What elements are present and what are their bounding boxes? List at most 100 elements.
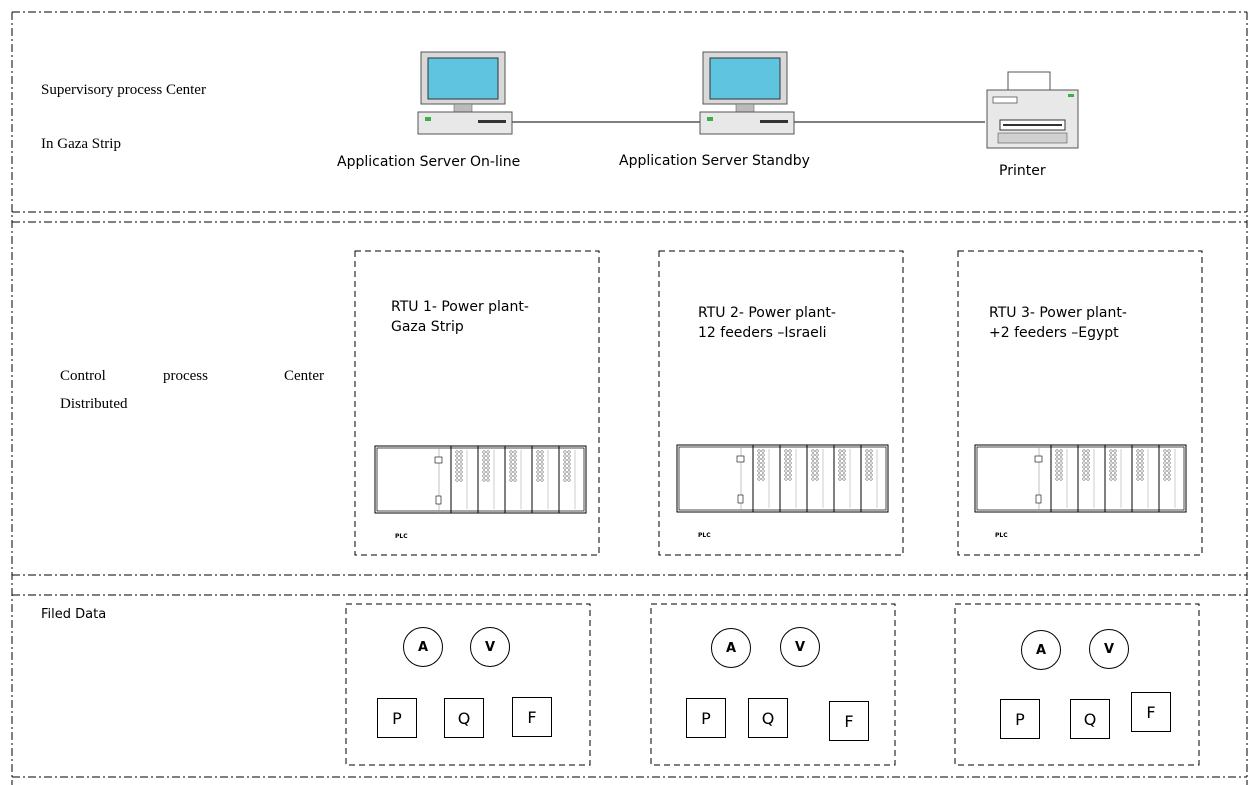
plc-io-terminal bbox=[509, 478, 513, 482]
plc-io-terminal bbox=[482, 466, 486, 470]
plc-io-terminal bbox=[1059, 453, 1063, 457]
plc-io-terminal bbox=[761, 461, 765, 465]
rtu-2-box bbox=[658, 250, 904, 556]
plc-io-terminal bbox=[1082, 449, 1086, 453]
plc-io-terminal bbox=[757, 461, 761, 465]
plc-io-terminal bbox=[869, 461, 873, 465]
plc-io-terminal bbox=[869, 473, 873, 477]
plc-rack-1 bbox=[374, 445, 587, 514]
plc-io-terminal bbox=[757, 473, 761, 477]
plc-io-terminal bbox=[482, 454, 486, 458]
plc-io-terminal bbox=[1163, 457, 1167, 461]
plc-io-terminal bbox=[815, 449, 819, 453]
plc-io-terminal bbox=[482, 450, 486, 454]
plc-io-terminal bbox=[1082, 473, 1086, 477]
plc-io-terminal bbox=[757, 453, 761, 457]
plc-io-terminal bbox=[567, 450, 571, 454]
control-title-word1: Control bbox=[60, 368, 106, 384]
ammeter-circle-2: A bbox=[711, 628, 751, 668]
plc-io-terminal bbox=[1055, 473, 1059, 477]
plc-io-terminal bbox=[1167, 469, 1171, 473]
plc-io-terminal bbox=[486, 470, 490, 474]
plc-io-terminal bbox=[540, 450, 544, 454]
plc-io-terminal bbox=[869, 457, 873, 461]
plc-io-terminal bbox=[1136, 465, 1140, 469]
plc-io-terminal bbox=[1059, 473, 1063, 477]
plc-io-terminal bbox=[455, 466, 459, 470]
plc-io-terminal bbox=[869, 453, 873, 457]
plc-io-terminal bbox=[1136, 473, 1140, 477]
plc-io-terminal bbox=[761, 449, 765, 453]
plc-io-terminal bbox=[811, 465, 815, 469]
plc-io-terminal bbox=[811, 453, 815, 457]
plc-io-terminal bbox=[455, 474, 459, 478]
plc-io-terminal bbox=[486, 458, 490, 462]
plc-io-terminal bbox=[1136, 469, 1140, 473]
plc-cpu-port-bottom bbox=[1035, 494, 1042, 504]
plc-io-terminal bbox=[1163, 453, 1167, 457]
plc-rack-inner bbox=[678, 446, 887, 511]
plc-io-terminal bbox=[1055, 469, 1059, 473]
plc-io-terminal bbox=[513, 462, 517, 466]
plc-io-terminal bbox=[1167, 449, 1171, 453]
plc-io-terminal bbox=[459, 470, 463, 474]
plc-io-terminal bbox=[1140, 477, 1144, 481]
plc-io-terminal bbox=[842, 449, 846, 453]
plc-io-terminal bbox=[1059, 449, 1063, 453]
plc-io-terminal bbox=[536, 454, 540, 458]
plc-io-terminal bbox=[1059, 465, 1063, 469]
plc-io-terminal bbox=[761, 469, 765, 473]
plc-io-terminal bbox=[842, 477, 846, 481]
plc-io-terminal bbox=[784, 465, 788, 469]
computer-icon-2 bbox=[699, 51, 795, 135]
plc-io-terminal bbox=[811, 473, 815, 477]
plc-io-terminal bbox=[536, 458, 540, 462]
plc-io-terminal bbox=[1055, 465, 1059, 469]
printer-icon bbox=[986, 71, 1079, 149]
plc-io-terminal bbox=[865, 453, 869, 457]
plc-io-terminal bbox=[761, 453, 765, 457]
plc-io-terminal bbox=[1113, 469, 1117, 473]
plc-io-terminal bbox=[1163, 473, 1167, 477]
rtu-1-label: RTU 1- Power plant- Gaza Strip bbox=[391, 299, 529, 335]
plc-io-terminal bbox=[838, 453, 842, 457]
p-box-2: P bbox=[686, 698, 726, 738]
plc-io-terminal bbox=[536, 466, 540, 470]
plc-io-terminal bbox=[1140, 469, 1144, 473]
plc-io-terminal bbox=[838, 457, 842, 461]
plc-io-terminal bbox=[1082, 461, 1086, 465]
voltmeter-circle-3: V bbox=[1089, 629, 1129, 669]
field-title: Filed Data bbox=[41, 607, 107, 622]
plc-io-terminal bbox=[788, 465, 792, 469]
plc-io-terminal bbox=[1163, 461, 1167, 465]
plc-io-terminal bbox=[838, 477, 842, 481]
plc-rack-frame bbox=[374, 445, 587, 514]
plc-io-terminal bbox=[815, 469, 819, 473]
plc-io-terminal bbox=[1140, 473, 1144, 477]
plc-io-terminal bbox=[459, 462, 463, 466]
plc-io-terminal bbox=[788, 469, 792, 473]
plc-io-terminal bbox=[1086, 477, 1090, 481]
plc-io-terminal bbox=[455, 478, 459, 482]
plc-io-terminal bbox=[1167, 457, 1171, 461]
plc-io-terminal bbox=[540, 478, 544, 482]
plc-io-terminal bbox=[1163, 477, 1167, 481]
plc-io-terminal bbox=[842, 473, 846, 477]
plc-io-terminal bbox=[455, 450, 459, 454]
plc-io-terminal bbox=[815, 473, 819, 477]
plc-io-terminal bbox=[563, 450, 567, 454]
plc-io-terminal bbox=[536, 470, 540, 474]
plc-io-terminal bbox=[536, 450, 540, 454]
plc-io-terminal bbox=[1055, 453, 1059, 457]
plc-cpu-port-top bbox=[434, 456, 443, 464]
p-box-1: P bbox=[377, 698, 417, 738]
plc-io-terminal bbox=[1167, 473, 1171, 477]
plc-io-terminal bbox=[784, 461, 788, 465]
device-label-online: Application Server On-line bbox=[337, 154, 521, 170]
plc-io-terminal bbox=[563, 478, 567, 482]
plc-io-terminal bbox=[536, 462, 540, 466]
plc-io-terminal bbox=[486, 450, 490, 454]
